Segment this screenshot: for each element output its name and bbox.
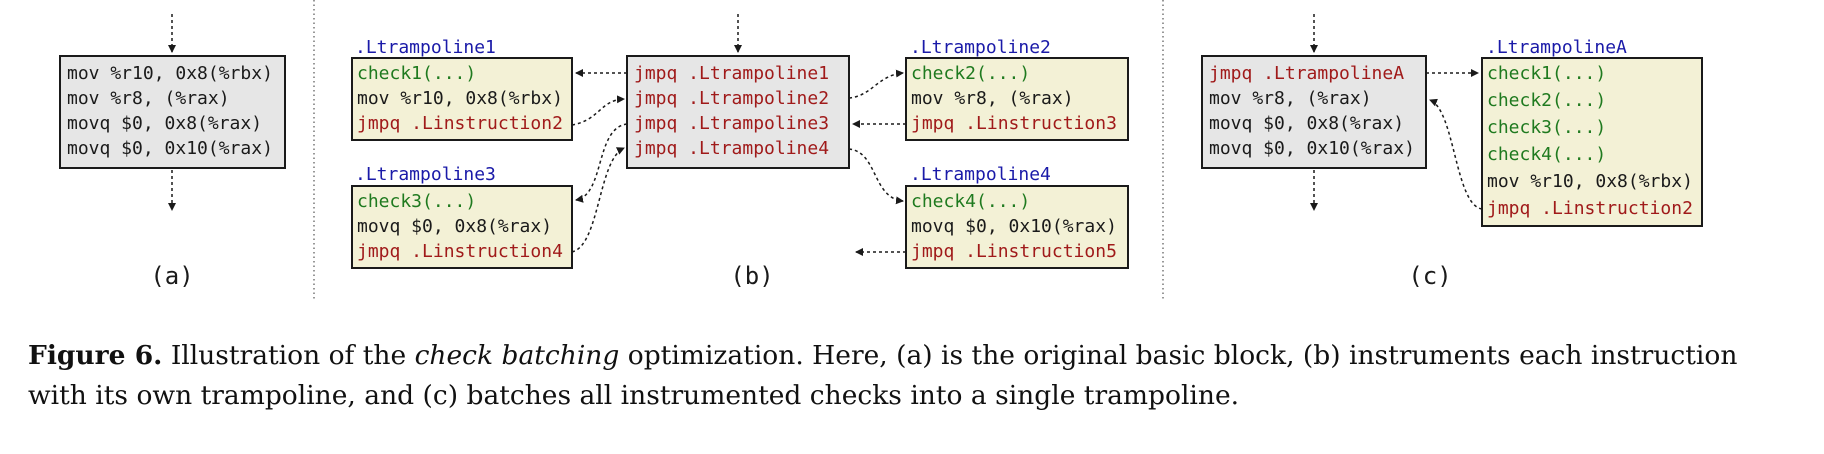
trampoline2-label: .Ltrampoline2 (910, 37, 1051, 58)
block-b-line-4: jmpq .Ltrampoline4 (634, 138, 829, 159)
trampoline1-line-3: jmpq .Linstruction2 (357, 113, 563, 134)
block-a-line-2: mov %r8, (%rax) (67, 88, 230, 109)
panel-a: mov %r10, 0x8(%rbx) mov %r8, (%rax) movq… (59, 14, 286, 290)
block-c-line-1: jmpq .LtrampolineA (1209, 63, 1404, 84)
trampoline1-label: .Ltrampoline1 (355, 37, 496, 58)
block-a-line-4: movq $0, 0x10(%rax) (67, 138, 273, 159)
check-batching-diagram: mov %r10, 0x8(%rbx) mov %r8, (%rax) movq… (59, 0, 1703, 300)
panel-b-caption: (b) (730, 262, 773, 290)
trampoline3-box (351, 185, 573, 269)
trampolineA-box (1481, 57, 1703, 227)
trampolineA-line-1: check1(...) (1487, 63, 1606, 84)
block-a-line-3: movq $0, 0x8(%rax) (67, 113, 262, 134)
trampoline4-line-2: movq $0, 0x10(%rax) (911, 216, 1117, 237)
block-b-line-1: jmpq .Ltrampoline1 (634, 63, 829, 84)
trampolineA-line-5: mov %r10, 0x8(%rbx) (1487, 171, 1693, 192)
trampoline3-line-1: check3(...) (357, 191, 476, 212)
arrow-block-to-tramp2 (848, 69, 904, 99)
trampolineA-line-4: check4(...) (1487, 144, 1606, 165)
trampolineA-line-2: check2(...) (1487, 90, 1606, 111)
basic-block-b (626, 55, 850, 169)
caption-emphasis: check batching (414, 340, 620, 371)
panel-b: jmpq .Ltrampoline1 jmpq .Ltrampoline2 jm… (351, 14, 1129, 290)
trampoline4-label: .Ltrampoline4 (910, 164, 1051, 185)
block-c-line-2: mov %r8, (%rax) (1209, 88, 1372, 109)
trampoline1-line-2: mov %r10, 0x8(%rbx) (357, 88, 563, 109)
trampoline2-line-3: jmpq .Linstruction3 (911, 113, 1117, 134)
trampoline1-box (351, 57, 573, 141)
block-a-line-1: mov %r10, 0x8(%rbx) (67, 63, 273, 84)
caption-text-before: Illustration of the (162, 340, 415, 371)
trampoline4-line-1: check4(...) (911, 191, 1030, 212)
trampolineA-label: .LtrampolineA (1486, 37, 1627, 58)
trampoline4-box (905, 185, 1129, 269)
arrow-trampolineA-return (1429, 98, 1483, 210)
trampolineA-line-6: jmpq .Linstruction2 (1487, 198, 1693, 219)
trampoline4-line-3: jmpq .Linstruction5 (911, 241, 1117, 262)
trampoline2-box (905, 57, 1129, 141)
trampoline1-line-1: check1(...) (357, 63, 476, 84)
figure-label: Figure 6. (28, 340, 163, 371)
block-b-line-2: jmpq .Ltrampoline2 (634, 88, 829, 109)
caption-text-after: optimization. Here, (a) is the original … (28, 340, 1738, 411)
panel-c: jmpq .LtrampolineA mov %r8, (%rax) movq … (1201, 14, 1703, 290)
panel-a-caption: (a) (150, 262, 193, 290)
arrow-tramp3-return (571, 147, 625, 253)
block-b-line-3: jmpq .Ltrampoline3 (634, 113, 829, 134)
trampolineA-line-3: check3(...) (1487, 117, 1606, 138)
basic-block-a (59, 55, 286, 169)
figure-caption: Figure 6. Illustration of the check batc… (28, 336, 1788, 416)
arrow-tramp1-return (571, 95, 625, 126)
trampoline3-line-2: movq $0, 0x8(%rax) (357, 216, 552, 237)
basic-block-c (1201, 55, 1427, 169)
block-c-line-3: movq $0, 0x8(%rax) (1209, 113, 1404, 134)
trampoline2-line-1: check2(...) (911, 63, 1030, 84)
panel-c-caption: (c) (1408, 262, 1451, 290)
trampoline3-label: .Ltrampoline3 (355, 164, 496, 185)
arrow-block-to-tramp4 (848, 148, 904, 205)
arrow-block-to-tramp3 (575, 123, 628, 203)
trampoline3-line-3: jmpq .Linstruction4 (357, 241, 563, 262)
trampoline2-line-2: mov %r8, (%rax) (911, 88, 1074, 109)
block-c-line-4: movq $0, 0x10(%rax) (1209, 138, 1415, 159)
